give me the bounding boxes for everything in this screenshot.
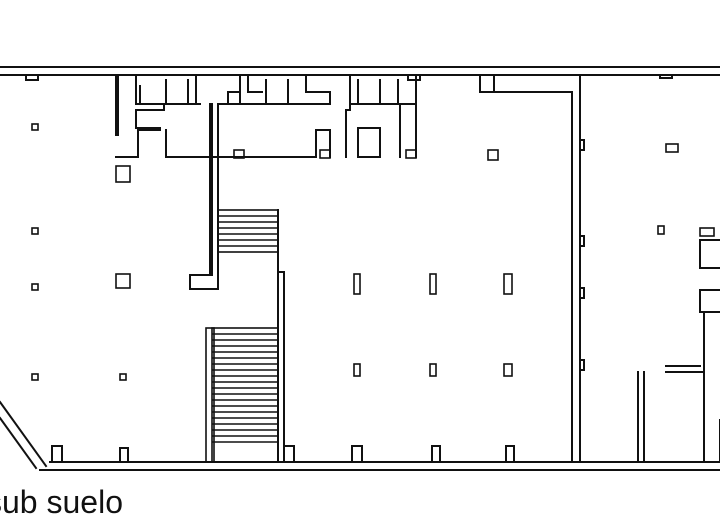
top-exterior-wall bbox=[0, 66, 720, 81]
lower-staircase bbox=[205, 327, 279, 463]
left-diagonal-wall bbox=[0, 400, 48, 470]
upper-staircase bbox=[217, 209, 279, 253]
drawing-caption: sub suelo bbox=[0, 484, 123, 520]
right-zone-walls bbox=[579, 74, 720, 463]
service-partitions-left bbox=[115, 74, 317, 158]
columns bbox=[31, 123, 715, 381]
core-walls bbox=[189, 74, 331, 290]
bottom-exterior-wall bbox=[39, 445, 720, 471]
service-partitions-right bbox=[315, 74, 417, 158]
main-hall-walls bbox=[277, 74, 573, 463]
